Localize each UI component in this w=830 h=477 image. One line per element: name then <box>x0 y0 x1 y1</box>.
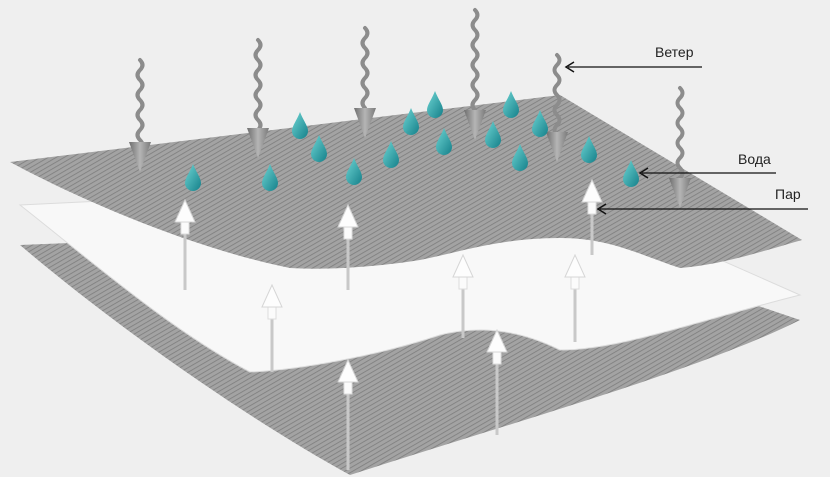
water-drop-icon <box>383 141 399 168</box>
water-drop-icon <box>185 164 201 191</box>
water-drop-icon <box>436 128 452 155</box>
wind-callout-arrowhead-icon <box>564 61 575 73</box>
vapor-arrow-icon <box>452 253 474 338</box>
wind-arrow-icon <box>669 86 691 208</box>
top-fabric-layer <box>10 95 802 269</box>
wind-arrow-icon <box>247 38 269 158</box>
vapor-arrows <box>174 178 603 470</box>
water-drop-icon <box>581 136 597 163</box>
water-drop-icon <box>311 135 327 162</box>
water-drop-icon <box>532 110 548 137</box>
wind-arrow-icon <box>546 53 568 162</box>
wind-arrows <box>129 8 691 208</box>
wind-arrow-icon <box>354 26 376 138</box>
vapor-callout-arrowhead-icon <box>596 203 607 215</box>
water-drop-icon <box>403 108 419 135</box>
vapor-arrow-icon <box>337 203 359 290</box>
water-drop-icon <box>512 144 528 171</box>
water-drop-icon <box>623 160 639 187</box>
water-callout-arrowhead-icon <box>638 167 649 179</box>
vapor-arrow-icon <box>261 283 283 372</box>
water-drop-icon <box>262 164 278 191</box>
vapor-arrow-icon <box>581 178 603 255</box>
water-drop-icon <box>503 91 519 118</box>
vapor-arrow-icon <box>486 328 508 435</box>
vapor-label: Пар <box>775 186 801 202</box>
wind-label: Ветер <box>655 44 694 60</box>
wind-arrow-icon <box>464 8 486 140</box>
water-drop-icon <box>292 112 308 139</box>
vapor-arrow-icon <box>174 198 196 290</box>
water-drop-icon <box>346 158 362 185</box>
water-drop-icon <box>485 121 501 148</box>
water-drops <box>185 91 639 191</box>
water-label: Вода <box>738 151 771 167</box>
vapor-arrow-icon <box>564 253 586 342</box>
wind-arrow-icon <box>129 58 151 172</box>
vapor-arrow-icon <box>337 358 359 470</box>
water-drop-icon <box>427 91 443 118</box>
